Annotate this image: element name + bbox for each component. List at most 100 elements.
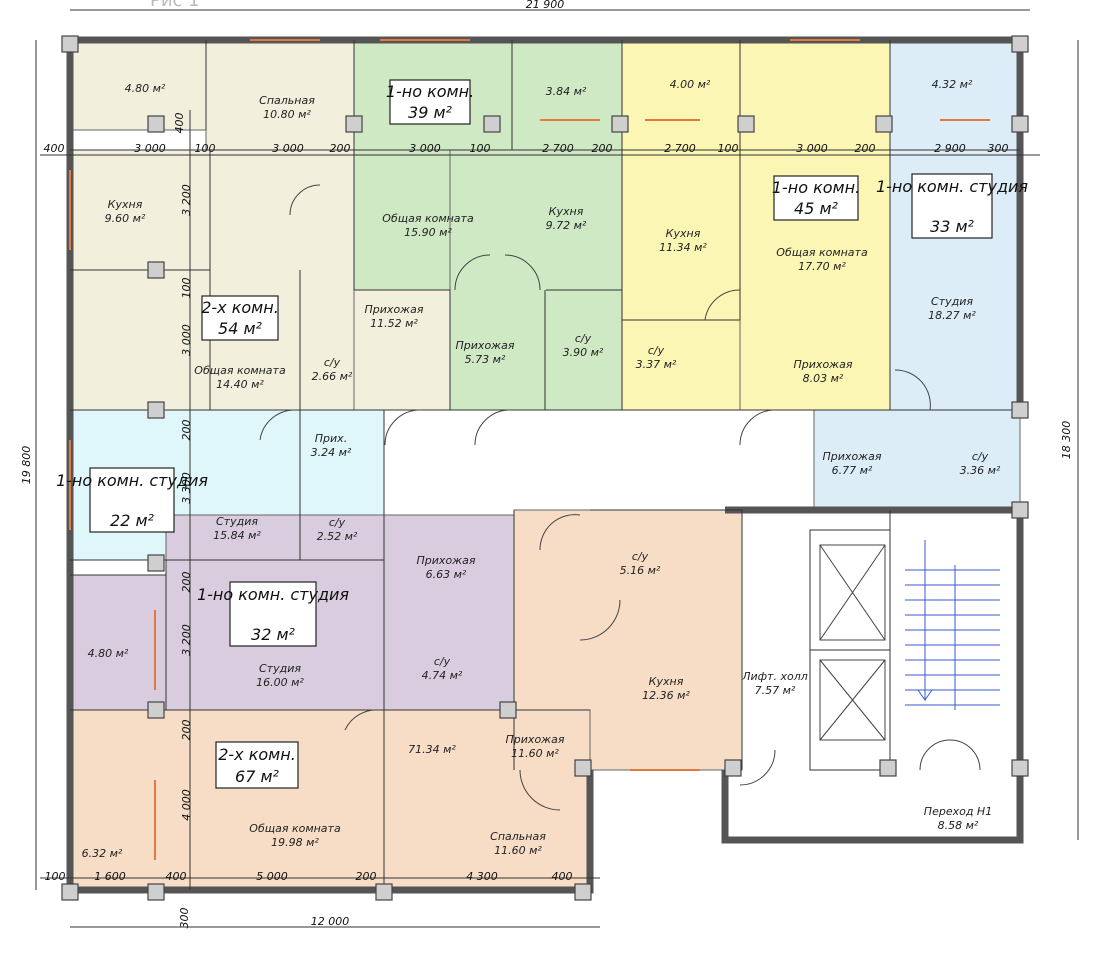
svg-text:200: 200 [592,142,613,155]
apartment-label-a1: 1-но комн. 39 м² [386,79,474,125]
svg-text:2-х комн.: 2-х комн. [218,745,296,764]
svg-text:4 000: 4 000 [180,789,193,821]
svg-text:Общая комната: Общая комната [776,246,868,259]
svg-text:с/у: с/у [972,450,989,463]
apartment-label-a3: 1-но комн. студия 33 м² [876,173,1028,239]
svg-text:100: 100 [180,278,193,299]
svg-text:8.03 м²: 8.03 м² [803,372,844,385]
svg-text:4.80 м²: 4.80 м² [125,82,166,95]
svg-text:200: 200 [180,720,193,741]
svg-text:200: 200 [330,142,351,155]
svg-text:Спальная: Спальная [259,94,315,107]
svg-text:400: 400 [166,870,187,883]
svg-text:17.70 м²: 17.70 м² [798,260,846,273]
svg-text:71.34 м²: 71.34 м² [408,743,456,756]
svg-text:3 200: 3 200 [180,184,193,216]
svg-text:54 м²: 54 м² [218,319,263,338]
svg-text:Прихожая: Прихожая [506,733,565,746]
svg-text:2-х комн.: 2-х комн. [201,298,279,317]
svg-text:4.80 м²: 4.80 м² [88,647,129,660]
svg-text:10.80 м²: 10.80 м² [263,108,311,121]
svg-text:200: 200 [855,142,876,155]
svg-text:4.00 м²: 4.00 м² [670,78,711,91]
svg-text:3 000: 3 000 [180,324,193,356]
svg-text:1-но комн. студия: 1-но комн. студия [197,585,349,604]
svg-text:1-но комн. студия: 1-но комн. студия [56,471,208,490]
svg-text:Прихожая: Прихожая [823,450,882,463]
svg-text:Студия: Студия [216,515,258,528]
dim-overall-height: 19 800 [20,446,33,485]
svg-text:3 300: 3 300 [180,472,193,504]
svg-text:с/у: с/у [324,356,341,369]
svg-text:11.60 м²: 11.60 м² [511,747,559,760]
svg-text:200: 200 [356,870,377,883]
svg-text:1 600: 1 600 [94,870,126,883]
svg-text:3 000: 3 000 [409,142,441,155]
svg-text:39 м²: 39 м² [408,103,453,122]
svg-text:Общая комната: Общая комната [382,212,474,225]
doors [259,184,981,811]
apartment-label-a6: 1-но комн. студия 32 м² [197,581,349,647]
svg-text:2 700: 2 700 [664,142,696,155]
dimension-lines [35,9,1079,928]
svg-text:8.58 м²: 8.58 м² [938,819,979,832]
dim-top-row: 400 3 000 100 3 000 200 3 000 100 2 700 … [44,142,1009,155]
svg-text:9.72 м²: 9.72 м² [546,219,587,232]
svg-text:400: 400 [552,870,573,883]
svg-text:100: 100 [470,142,491,155]
columns [61,35,1029,901]
staircase [905,540,1000,710]
dim-overall-width: 21 900 [526,0,565,11]
svg-text:5.73 м²: 5.73 м² [465,353,506,366]
elevator-shafts [819,544,886,741]
svg-text:3 200: 3 200 [180,624,193,656]
svg-text:19.98 м²: 19.98 м² [271,836,319,849]
svg-text:Студия: Студия [259,662,301,675]
svg-text:1-но комн. студия: 1-но комн. студия [876,177,1028,196]
svg-text:100: 100 [45,870,66,883]
svg-text:Кухня: Кухня [108,198,143,211]
svg-text:Прих.: Прих. [315,432,347,445]
inner-walls [70,40,1020,890]
svg-text:5 000: 5 000 [256,870,288,883]
svg-text:3 000: 3 000 [796,142,828,155]
svg-text:Прихожая: Прихожая [456,339,515,352]
apartment-label-a5: 1-но комн. студия 22 м² [56,467,208,533]
dim-bottom-row: 100 1 600 400 5 000 200 4 300 400 [45,870,573,883]
svg-text:6.77 м²: 6.77 м² [832,464,873,477]
svg-text:3.24 м²: 3.24 м² [311,446,352,459]
svg-text:Студия: Студия [931,295,973,308]
svg-text:4.74 м²: 4.74 м² [422,669,463,682]
room-fills [69,39,1021,891]
windows [69,39,990,860]
svg-text:3 000: 3 000 [272,142,304,155]
svg-text:18.27 м²: 18.27 м² [928,309,976,322]
dim-left-column: 400 3 200 100 3 000 200 3 300 200 3 200 … [173,113,193,821]
dim-bottom-width: 12 000 [311,915,350,928]
svg-text:33 м²: 33 м² [930,217,975,236]
svg-text:11.60 м²: 11.60 м² [494,844,542,857]
svg-text:2 900: 2 900 [934,142,966,155]
svg-text:Кухня: Кухня [649,675,684,688]
svg-text:6.32 м²: 6.32 м² [82,847,123,860]
apartment-label-a2: 1-но комн. 45 м² [772,175,860,221]
svg-text:16.00 м²: 16.00 м² [256,676,304,689]
svg-text:3.90 м²: 3.90 м² [563,346,604,359]
apartment-label-a7: 2-х комн. 67 м² [215,741,299,789]
svg-text:14.40 м²: 14.40 м² [216,378,264,391]
svg-text:с/у: с/у [632,550,649,563]
room-labels: 4.80 м² Спальная 10.80 м² 3.84 м² 4.00 м… [82,78,1001,860]
svg-text:Лифт. холл: Лифт. холл [741,670,808,683]
svg-text:Общая комната: Общая комната [249,822,341,835]
svg-text:15.84 м²: 15.84 м² [213,529,261,542]
svg-text:45 м²: 45 м² [794,199,839,218]
svg-text:9.60 м²: 9.60 м² [105,212,146,225]
svg-text:11.52 м²: 11.52 м² [370,317,418,330]
svg-text:Прихожая: Прихожая [794,358,853,371]
svg-text:Прихожая: Прихожая [417,554,476,567]
apartment-label-a4: 2-х комн. 54 м² [201,295,279,341]
svg-text:4 300: 4 300 [466,870,498,883]
svg-text:1-но комн.: 1-но комн. [386,82,474,101]
svg-text:3.37 м²: 3.37 м² [636,358,677,371]
svg-text:200: 200 [180,572,193,593]
